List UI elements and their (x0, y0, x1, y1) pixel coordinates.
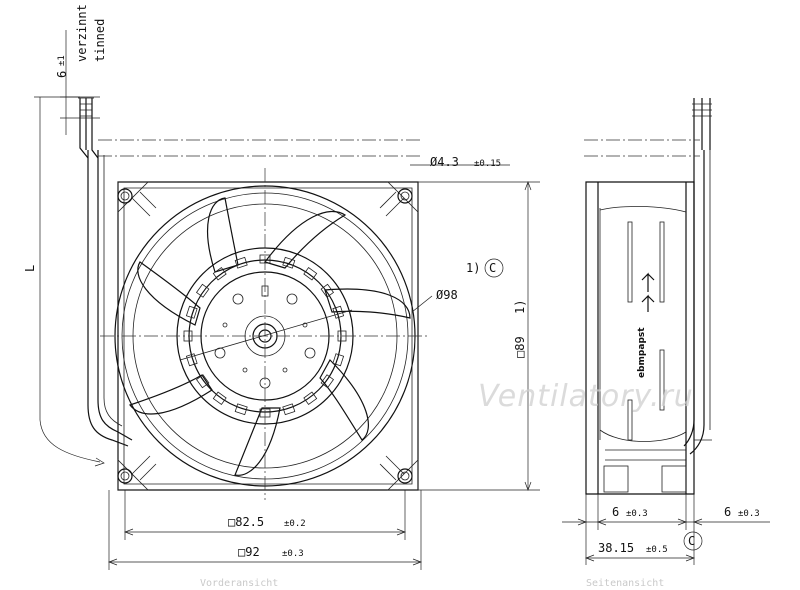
verzinnt-label: verzinnt (75, 4, 89, 62)
depth-tolerance: ±0.5 (646, 545, 668, 555)
hole-diameter-label: Ø4.3 (430, 155, 459, 169)
side-ribs (603, 221, 687, 493)
side-bottom-contour (599, 429, 687, 442)
hub-rib (320, 374, 335, 389)
lead-wires (78, 97, 99, 159)
frame-size-tolerance: ±0.3 (282, 549, 304, 559)
side-lead-wires (692, 98, 712, 150)
length-label: L (23, 265, 37, 272)
hub-rib (212, 391, 227, 406)
side-left-tolerance: ±0.3 (626, 509, 648, 519)
diameter-leader-tick (411, 295, 433, 313)
note-symbol: C (489, 261, 496, 275)
side-view-caption: Seitenansicht (586, 578, 664, 589)
tinned-label: tinned (93, 19, 107, 62)
side-view: ebmpapst (584, 98, 712, 495)
depth-symbol: C (688, 534, 695, 548)
side-labels: 6 ±0.3 6 ±0.3 38.15 ±0.5 C Seitenansicht (586, 505, 760, 589)
depth-dimension: 38.15 (598, 541, 634, 555)
hub-rib (303, 266, 318, 281)
hub-rib (234, 256, 248, 269)
diameter-leader (179, 309, 353, 361)
wire-offset-label: 6 (55, 71, 69, 78)
cable-channel-wire (103, 155, 123, 427)
frame-size-label: □92 (238, 545, 260, 559)
hole-spacing-label: □82.5 (228, 515, 264, 529)
side-left-dimension: 6 (612, 505, 619, 519)
wire-offset-tolerance: ±1 (57, 55, 67, 66)
hub-rib (332, 353, 345, 367)
hub-rib (185, 305, 198, 319)
side-top-contour (599, 206, 687, 213)
hub-rib (282, 256, 296, 269)
height-label: □89 (513, 336, 527, 358)
frame-corners (117, 181, 419, 491)
cable-channel-inner (97, 150, 133, 441)
hub-rib (320, 283, 335, 298)
cable-channel-outer (87, 150, 129, 447)
hub-rib (282, 403, 296, 416)
side-cable-outer (683, 150, 695, 447)
impeller-blades (129, 197, 411, 476)
fan-diameter-label: Ø98 (436, 288, 458, 302)
side-brand-label: ebmpapst (637, 327, 647, 378)
hub-rib (195, 283, 210, 298)
hole-spacing-tolerance: ±0.2 (284, 519, 306, 529)
height-note: 1) (513, 300, 527, 314)
note-marker: 1) (466, 261, 480, 275)
hub-rib (212, 266, 227, 281)
hub-rib (234, 403, 248, 416)
watermark: Ventilatory.ru (478, 379, 694, 414)
airflow-arrows (641, 272, 655, 312)
side-dimensions (562, 494, 770, 565)
front-dimensions (34, 30, 540, 570)
hub-rib (185, 353, 198, 367)
side-right-dimension: 6 (724, 505, 731, 519)
front-labels: 6 ±1 verzinnt tinned L Ø4.3 ±0.15 1) C Ø… (23, 4, 527, 589)
front-view (78, 97, 433, 500)
hole-diameter-tolerance: ±0.15 (474, 159, 501, 169)
frame-inner-outline (123, 187, 413, 485)
side-right-tolerance: ±0.3 (738, 509, 760, 519)
hub-rib (303, 391, 318, 406)
hub-rib (332, 305, 345, 319)
hub-rib (195, 374, 210, 389)
mounting-holes (117, 188, 413, 484)
front-view-caption: Vorderansicht (200, 578, 278, 589)
